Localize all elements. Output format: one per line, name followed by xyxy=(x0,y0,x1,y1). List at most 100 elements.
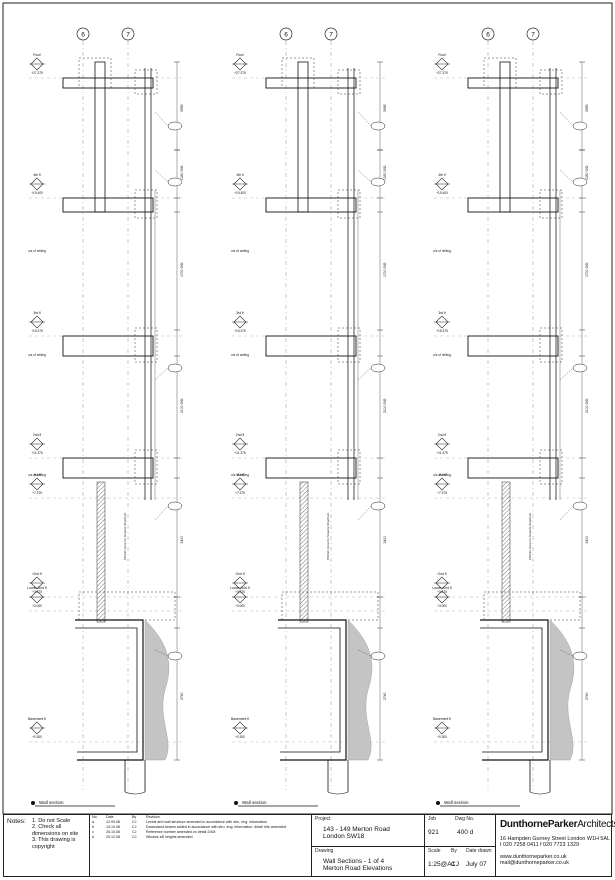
level-value: +11.375 xyxy=(436,451,448,455)
detail-callout xyxy=(572,501,588,511)
earth-fill xyxy=(549,619,575,761)
parapet xyxy=(94,61,106,213)
drawing-line: Wall Sections - 1 of 4 xyxy=(323,857,385,865)
rev-date: 12.09.08 xyxy=(106,820,120,825)
callout-leader xyxy=(154,505,169,521)
revisions-table: No. Date By Revision a 12.09.08 CJ Level… xyxy=(90,815,311,840)
revisions-panel: No. Date By Revision a 12.09.08 CJ Level… xyxy=(90,815,312,876)
rev-desc: Downstand beams added in accordance with… xyxy=(146,825,286,830)
note-item: 3. This drawing is copyright xyxy=(32,837,76,850)
drawing-line: Merton Road Elevations xyxy=(323,865,393,873)
dwg-no-label: Dwg No. xyxy=(455,816,475,822)
callout-leader xyxy=(357,505,372,521)
detail-box xyxy=(134,327,158,363)
date-drawn-label: Date drawn xyxy=(466,848,492,854)
level-name: 1st fl xyxy=(236,473,243,477)
grid-bubble xyxy=(481,27,495,41)
callout-leader xyxy=(559,649,574,657)
grid-bubble xyxy=(324,27,338,41)
callout-leader xyxy=(154,111,169,127)
parapet xyxy=(297,61,309,213)
level-value: +7.375 xyxy=(235,491,245,495)
grid-label: 6 xyxy=(486,32,490,39)
level-name: 4th fl xyxy=(438,173,446,177)
level-name: Roof xyxy=(438,53,445,57)
level-name: 1st fl xyxy=(438,473,445,477)
detail-callout xyxy=(167,121,183,131)
level-name: Gnd fl xyxy=(235,572,244,576)
project-panel: Project 143 - 149 Merton Road London SW1… xyxy=(312,815,425,847)
dimension-label: 2400 xyxy=(585,536,589,544)
ceiling-label: u/s of ceiling xyxy=(433,353,451,357)
table-row: d 20.12.08 CJ Window sill heights amende… xyxy=(90,835,311,840)
callout-leader xyxy=(357,649,372,657)
zone-label: 150mm Zone for Tenants Shopfront xyxy=(326,513,330,560)
rev-no: b xyxy=(92,825,94,830)
detail-box xyxy=(337,327,361,363)
detail-callout xyxy=(572,121,588,131)
level-value: +7.375 xyxy=(32,491,42,495)
drawing-label: Drawing xyxy=(315,848,334,854)
dimension-label: 2740 xyxy=(383,692,387,700)
level-name: 4th fl xyxy=(236,173,244,177)
earth-fill xyxy=(347,619,373,761)
basement-wall-inner xyxy=(75,627,138,753)
parapet xyxy=(499,61,511,213)
floor-slab xyxy=(265,197,357,213)
dimension-label: 2400 xyxy=(180,536,184,544)
level-value: +11.375 xyxy=(234,451,246,455)
dimension-label: 1700 S/O xyxy=(180,262,184,277)
level-name: Roof xyxy=(236,53,243,57)
rev-date: 20.12.08 xyxy=(106,835,120,840)
firm-web: www.dunthorneparker.co.uk xyxy=(500,853,567,860)
level-value: +19.400 xyxy=(436,191,448,195)
table-row: b 14.10.08 CJ Downstand beams added in a… xyxy=(90,825,311,830)
basement-wall xyxy=(75,619,144,761)
rev-date: 14.10.08 xyxy=(106,825,120,830)
ceiling-label: u/s of ceiling xyxy=(433,249,451,253)
level-name: 2nd fl xyxy=(438,433,447,437)
floor-slab xyxy=(467,335,559,357)
level-value: +27.375 xyxy=(234,71,246,75)
detail-box xyxy=(337,69,361,95)
scale-panel: Scale 1:25@A1 By CJ Date drawn July 07 xyxy=(425,847,496,876)
revisions-header-row: No. Date By Revision xyxy=(90,815,311,820)
level-name: 2nd fl xyxy=(33,433,42,437)
project-line: 143 - 149 Merton Road xyxy=(323,825,390,833)
detail-box xyxy=(337,449,361,485)
dimension-label: 1700 S/O xyxy=(383,262,387,277)
callout-leader xyxy=(357,111,372,127)
detail-callout xyxy=(572,363,588,373)
zone-label: 150mm Zone for Tenants Shopfront xyxy=(123,513,127,560)
level-value: +0.300 xyxy=(235,735,245,739)
rev-desc: Reference number amended on detail 2/4/8 xyxy=(146,830,216,835)
floor-slab xyxy=(62,77,154,89)
dimension-label: 1350 S/O xyxy=(180,165,184,180)
notes-title: Notes: xyxy=(7,818,26,825)
basement-wall xyxy=(278,619,347,761)
level-name: Lower Gnd fl xyxy=(432,586,451,590)
scale-label: Scale xyxy=(428,848,441,854)
level-name: Gnd fl xyxy=(32,572,41,576)
rev-by: CJ xyxy=(132,830,137,835)
section-marker xyxy=(436,801,440,805)
callout-leader xyxy=(154,169,169,183)
floor-slab xyxy=(467,197,559,213)
grid-label: 6 xyxy=(284,32,288,39)
ceiling-label: u/s of ceiling xyxy=(433,473,451,477)
detail-box xyxy=(281,57,315,89)
level-name: 1st fl xyxy=(33,473,40,477)
dimension-label: 3995 xyxy=(180,104,184,112)
job-value: 921 xyxy=(428,829,439,836)
floor-slab xyxy=(467,77,559,89)
dimension-label: 1350 S/O xyxy=(383,165,387,180)
level-value: +3.375 xyxy=(437,590,447,594)
by-value: CJ xyxy=(451,861,459,868)
level-name: 2nd fl xyxy=(236,433,245,437)
level-value: +3.000 xyxy=(437,604,447,608)
detail-callout xyxy=(370,501,386,511)
floor-slab xyxy=(62,197,154,213)
detail-callout xyxy=(370,121,386,131)
